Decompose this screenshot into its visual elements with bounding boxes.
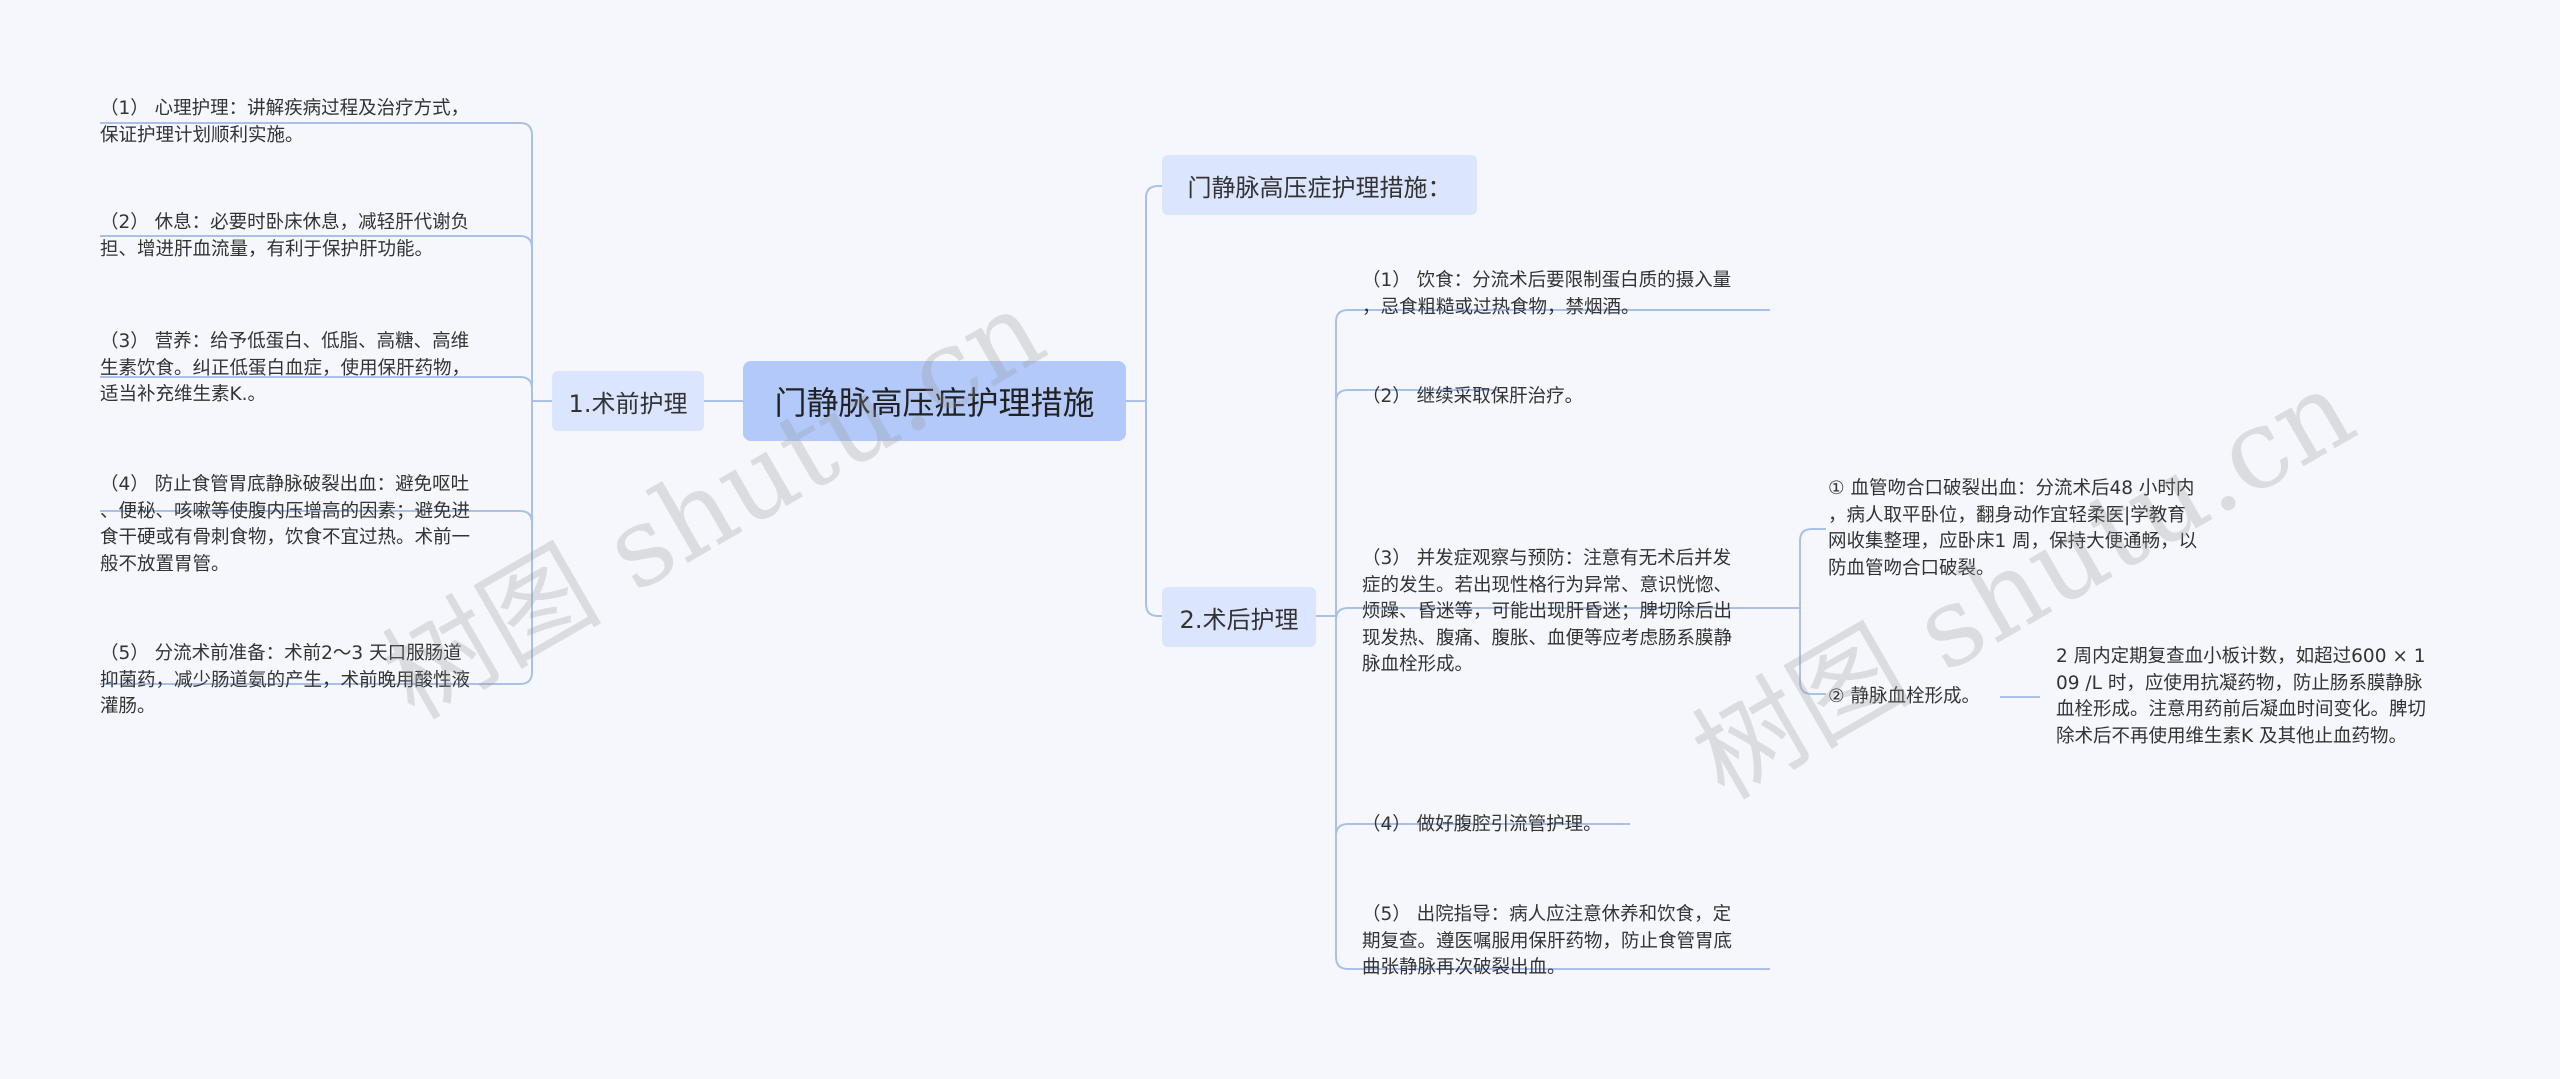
branch-post-op-title: 2.术后护理 [1179,605,1299,634]
thrombosis-detail: 2 周内定期复查血小板计数，如超过600 × 1 09 /L 时，应使用抗凝药物… [2056,646,2427,747]
branch-header[interactable]: 门静脉高压症护理措施： [1162,155,1477,215]
branch-post-op[interactable]: 2.术后护理 [1162,587,1316,647]
post-op-item-2: （2） 继续采取保肝治疗。 [1362,386,1584,407]
post-op-item-4: （4） 做好腹腔引流管护理。 [1362,814,1602,835]
pre-op-item-3: （3） 营养：给予低蛋白、低脂、高糖、高维 生素饮食。纠正低蛋白血症，使用保肝药… [100,331,471,405]
connector-postop-items [1335,309,1770,970]
pre-op-item-1: （1） 心理护理：讲解疾病过程及治疗方式， 保证护理计划顺利实施。 [100,98,470,146]
pre-op-item-2: （2） 休息：必要时卧床休息，减轻肝代谢负 担、增进肝血流量，有利于保护肝功能。 [100,212,470,260]
connector-complication-spine [1770,528,1826,695]
root-title: 门静脉高压症护理措施 [774,384,1095,422]
branch-pre-op[interactable]: 1.术前护理 [552,371,704,431]
connector-preop-items [100,122,533,685]
complication-bleeding: ① 血管吻合口破裂出血：分流术后48 小时内 ，病人取平卧位，翻身动作宜轻柔医|… [1828,478,2198,579]
branch-header-title: 门静脉高压症护理措施： [1187,173,1452,202]
connector-preop-spine [531,135,552,672]
connector-postop-spine [1316,322,1337,957]
pre-op-item-5: （5） 分流术前准备：术前2～3 天口服肠道 抑菌药，减少肠道氨的产生，术前晚用… [100,643,471,717]
connector-root-right [1126,185,1162,617]
root-node[interactable]: 门静脉高压症护理措施 [743,361,1126,441]
complication-thrombosis: ② 静脉血栓形成。 [1828,686,1980,707]
post-op-item-5: （5） 出院指导：病人应注意休养和饮食，定 期复查。遵医嘱服用保肝药物，防止食管… [1362,904,1733,978]
pre-op-item-4: （4） 防止食管胃底静脉破裂出血：避免呕吐 、便秘、咳嗽等使腹内压增高的因素；避… [100,474,471,575]
post-op-item-1: （1） 饮食：分流术后要限制蛋白质的摄入量 ，忌食粗糙或过热食物，禁烟酒。 [1362,270,1732,318]
branch-pre-op-title: 1.术前护理 [568,389,688,418]
post-op-item-3: （3） 并发症观察与预防：注意有无术后并发 症的发生。若出现性格行为异常、意识恍… [1362,548,1733,675]
